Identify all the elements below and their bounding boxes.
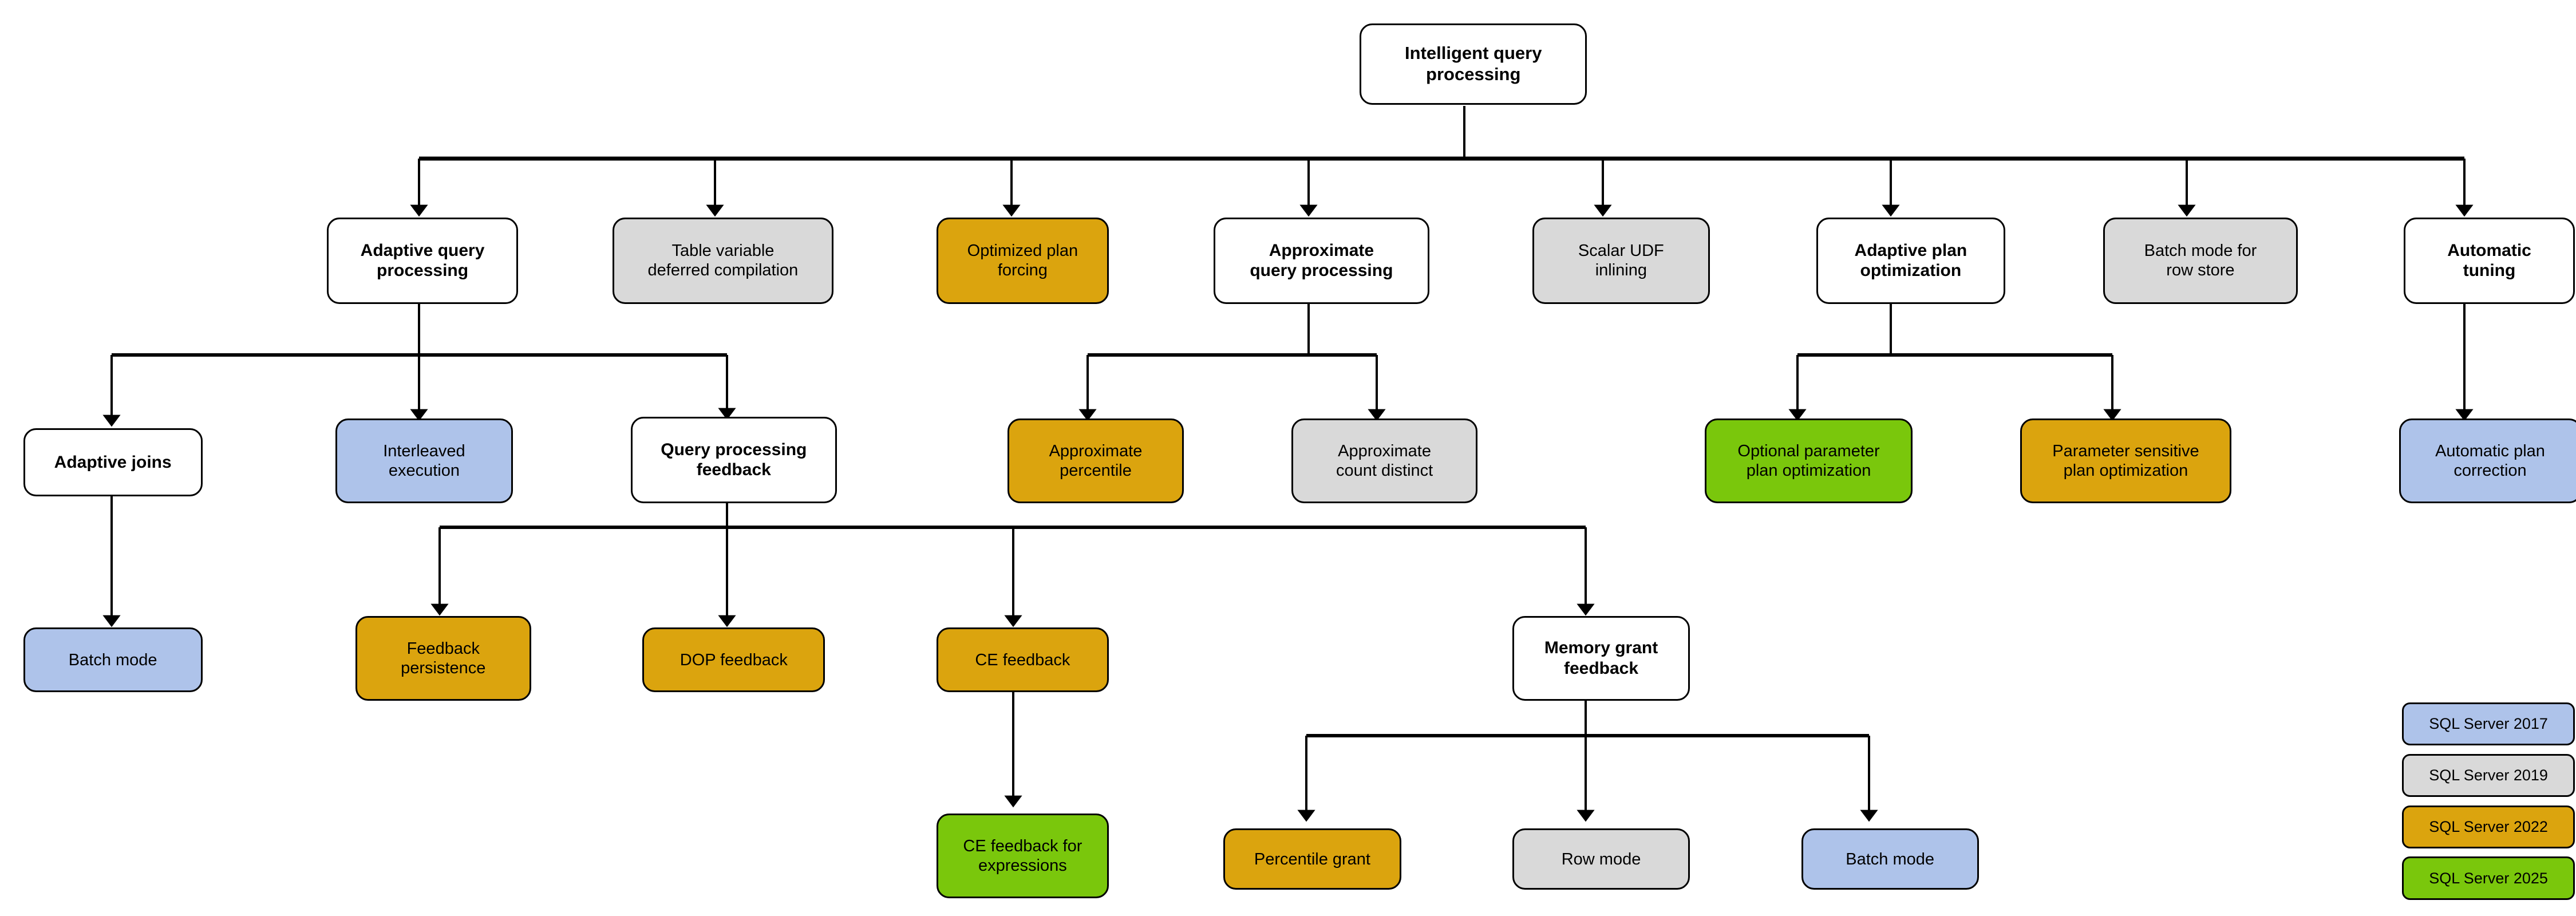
node-apo[interactable]: Adaptive plan optimization [1816,217,2006,304]
node-autotune[interactable]: Automatic tuning [2404,217,2575,304]
node-dopfb[interactable]: DOP feedback [642,627,825,693]
node-opf[interactable]: Optimized plan forcing [936,217,1109,304]
node-appct[interactable]: Approximate percentile [1008,418,1184,503]
node-bmode2[interactable]: Batch mode [1801,828,1979,890]
legend-item-sql-server-2017: SQL Server 2017 [2402,702,2575,746]
node-aqp[interactable]: Adaptive query processing [327,217,518,304]
node-interlv[interactable]: Interleaved execution [335,418,513,503]
legend-item-sql-server-2025: SQL Server 2025 [2402,856,2575,900]
node-apc[interactable]: Automatic plan correction [2399,418,2576,503]
node-root[interactable]: Intelligent query processing [1360,23,1587,105]
node-pspo[interactable]: Parameter sensitive plan optimization [2020,418,2231,503]
node-bmode1[interactable]: Batch mode [23,627,203,693]
node-oppo[interactable]: Optional parameter plan optimization [1705,418,1913,503]
node-udf[interactable]: Scalar UDF inlining [1532,217,1710,304]
node-apq[interactable]: Approximate query processing [1213,217,1429,304]
node-pctgrant[interactable]: Percentile grant [1223,828,1401,890]
node-cefb[interactable]: CE feedback [936,627,1109,693]
node-acd[interactable]: Approximate count distinct [1291,418,1477,503]
node-ajoins[interactable]: Adaptive joins [23,428,203,497]
legend-item-sql-server-2019: SQL Server 2019 [2402,753,2575,797]
legend-item-sql-server-2022: SQL Server 2022 [2402,805,2575,848]
node-rowmode[interactable]: Row mode [1512,828,1690,890]
node-bmrs[interactable]: Batch mode for row store [2103,217,2298,304]
node-tvdc[interactable]: Table variable deferred compilation [613,217,833,304]
node-cefbexp[interactable]: CE feedback for expressions [936,814,1109,898]
node-fbpers[interactable]: Feedback persistence [355,615,531,701]
node-mgf[interactable]: Memory grant feedback [1512,615,1690,701]
node-qpf[interactable]: Query processing feedback [631,416,837,503]
